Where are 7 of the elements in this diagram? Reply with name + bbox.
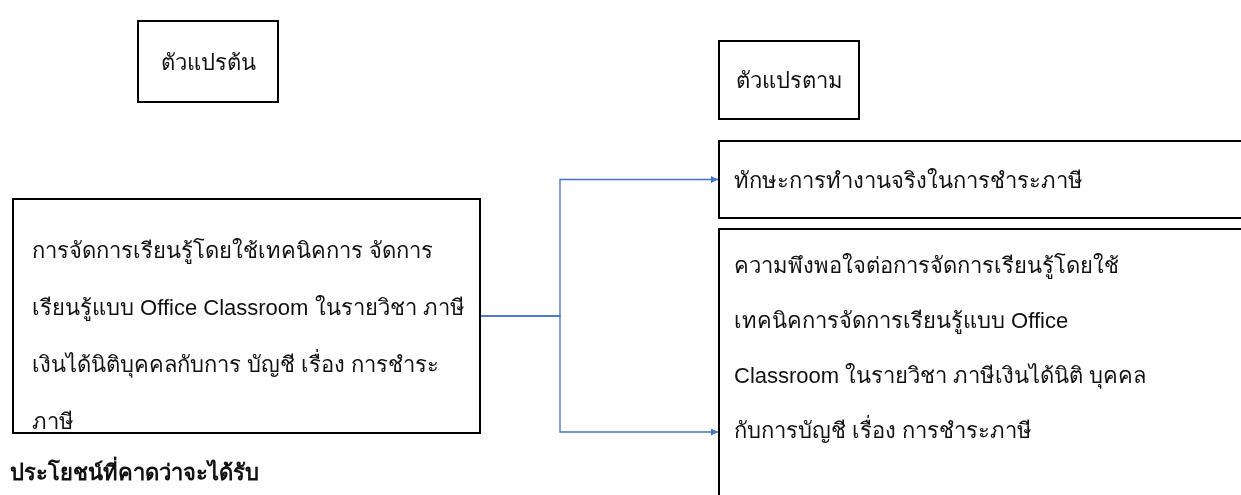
section-heading: ประโยชน์ที่คาดว่าจะได้รับ <box>10 455 259 490</box>
variable-heading-box: ตัวแปรตาม <box>718 40 860 120</box>
arrow <box>480 315 719 436</box>
variable-box: ความพึงพอใจต่อการจัดการเรียนรู้โดยใช้ เทคนิคการจัดการเรียนรู้แบบ Office Classroom ในรายวิชา ภาษีเงินได้นิติ บุคคลกับการบัญชี เรื่อง การชำระภาษี <box>718 228 1241 495</box>
variable-heading-box: ตัวแปรต้น <box>137 20 279 103</box>
variable-box: ทักษะการทำงานจริงในการชำระภาษี <box>718 140 1241 219</box>
variable-box: การจัดการเรียนรู้โดยใช้เทคนิคการ จัดการเรียนรู้แบบ Office Classroom ในรายวิชา ภาษีเงินได้นิติบุคคลกับการ บัญชี เรื่อง การชำระภาษี <box>12 198 481 434</box>
